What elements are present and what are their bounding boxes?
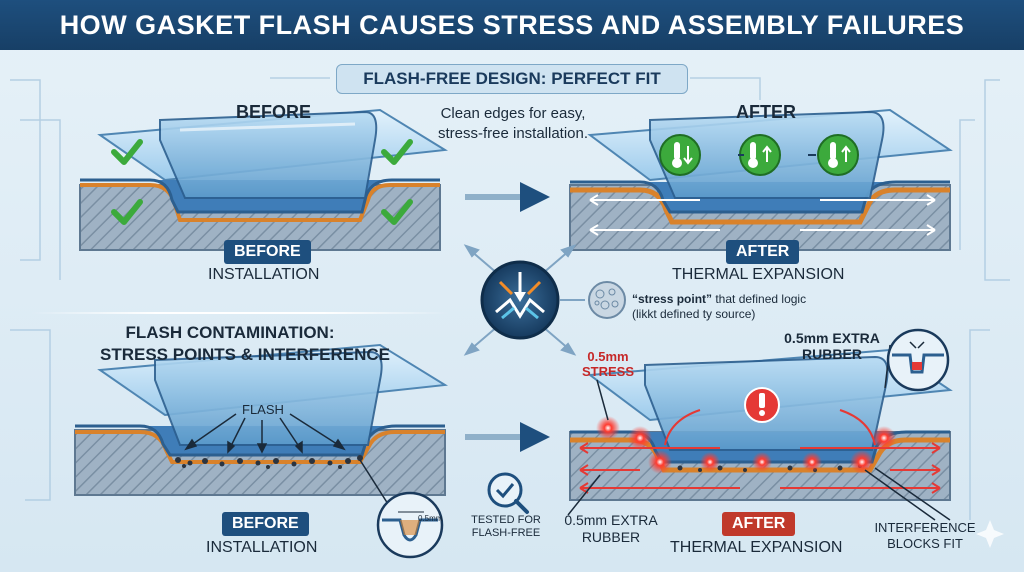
top-after-caption: THERMAL EXPANSION bbox=[672, 266, 845, 283]
stress-point-note: “stress point” that defined logic (likkt… bbox=[632, 292, 852, 322]
extra-rubber-top-line-1: 0.5mm EXTRA bbox=[784, 330, 880, 346]
tested-line-1: TESTED FOR bbox=[471, 514, 541, 526]
section-divider bbox=[30, 312, 450, 314]
contamination-heading-line-1: FLASH CONTAMINATION: bbox=[125, 323, 335, 342]
zoom-detail-icon bbox=[884, 328, 950, 392]
stress-line-1: 0.5mm bbox=[587, 349, 629, 364]
top-after-heading: AFTER bbox=[736, 102, 796, 122]
bottom-before-caption: INSTALLATION bbox=[206, 539, 318, 556]
extra-rubber-top-line-2: RUBBER bbox=[802, 346, 862, 362]
page-title: HOW GASKET FLASH CAUSES STRESS AND ASSEM… bbox=[59, 9, 965, 40]
stress-note-rest: that defined logic bbox=[712, 292, 807, 306]
stress-callout: 0.5mm STRESS bbox=[578, 349, 638, 379]
bottom-after-tag: AFTER bbox=[722, 512, 796, 536]
top-after-block bbox=[569, 108, 953, 251]
interference-line-1: INTERFERENCE bbox=[874, 520, 976, 535]
stress-line-2: STRESS bbox=[581, 364, 634, 379]
thermometer-down-icon bbox=[659, 134, 701, 176]
tested-flash-free-label: TESTED FOR FLASH-FREE bbox=[466, 514, 546, 540]
bottom-before-tag: BEFORE bbox=[222, 512, 309, 536]
stress-note-line2: (likkt defined ty source) bbox=[632, 307, 756, 321]
callout-line-1: Clean edges for easy, bbox=[440, 105, 586, 122]
top-before-tag: BEFORE bbox=[224, 240, 311, 264]
magnifier-check-icon bbox=[487, 472, 529, 514]
interference-label: INTERFERENCE BLOCKS FIT bbox=[860, 520, 990, 552]
top-after-tag: AFTER bbox=[726, 240, 800, 264]
circuit-lines bbox=[10, 77, 1010, 520]
clean-edges-callout: Clean edges for easy, stress-free instal… bbox=[408, 104, 618, 144]
tested-line-2: FLASH-FREE bbox=[471, 527, 541, 539]
zoom-detail-icon bbox=[359, 459, 444, 559]
stress-point-glow bbox=[596, 416, 896, 474]
thermometer-up-icon bbox=[738, 134, 781, 176]
extra-rubber-top-label: 0.5mm EXTRA RUBBER bbox=[772, 330, 892, 362]
texture-sphere-icon bbox=[588, 281, 626, 319]
contamination-heading-line-2: STRESS POINTS & INTERFERENCE bbox=[100, 345, 390, 364]
title-bar: HOW GASKET FLASH CAUSES STRESS AND ASSEM… bbox=[0, 0, 1024, 50]
stress-note-bold: “stress point” bbox=[632, 292, 713, 306]
callout-line-2: stress-free installation. bbox=[437, 125, 589, 142]
extra-rubber-bottom-line-1: 0.5mm EXTRA bbox=[564, 512, 658, 528]
right-arrow-icon bbox=[465, 422, 550, 452]
stress-compass-icon bbox=[463, 244, 577, 356]
extra-rubber-bottom-label: 0.5mm EXTRA RUBBER bbox=[556, 512, 666, 546]
contamination-heading: FLASH CONTAMINATION: STRESS POINTS & INT… bbox=[100, 322, 390, 366]
sparkle-icon bbox=[976, 520, 1004, 548]
interference-line-2: BLOCKS FIT bbox=[887, 536, 963, 551]
extra-rubber-bottom-line-2: RUBBER bbox=[581, 529, 641, 545]
top-before-caption: INSTALLATION bbox=[208, 266, 320, 283]
flash-label: FLASH bbox=[242, 402, 284, 417]
bottom-after-caption: THERMAL EXPANSION bbox=[670, 539, 843, 556]
top-before-block bbox=[79, 108, 449, 251]
flash-free-banner: FLASH-FREE DESIGN: PERFECT FIT bbox=[336, 64, 688, 94]
right-arrow-icon bbox=[465, 182, 550, 212]
check-icon bbox=[111, 139, 413, 225]
warning-icon bbox=[744, 387, 780, 423]
bottom-before-block bbox=[74, 343, 449, 496]
top-before-heading: BEFORE bbox=[236, 102, 312, 122]
thermometer-up-icon bbox=[808, 134, 859, 176]
zoom-measure-label: 0.5mm bbox=[418, 514, 443, 523]
